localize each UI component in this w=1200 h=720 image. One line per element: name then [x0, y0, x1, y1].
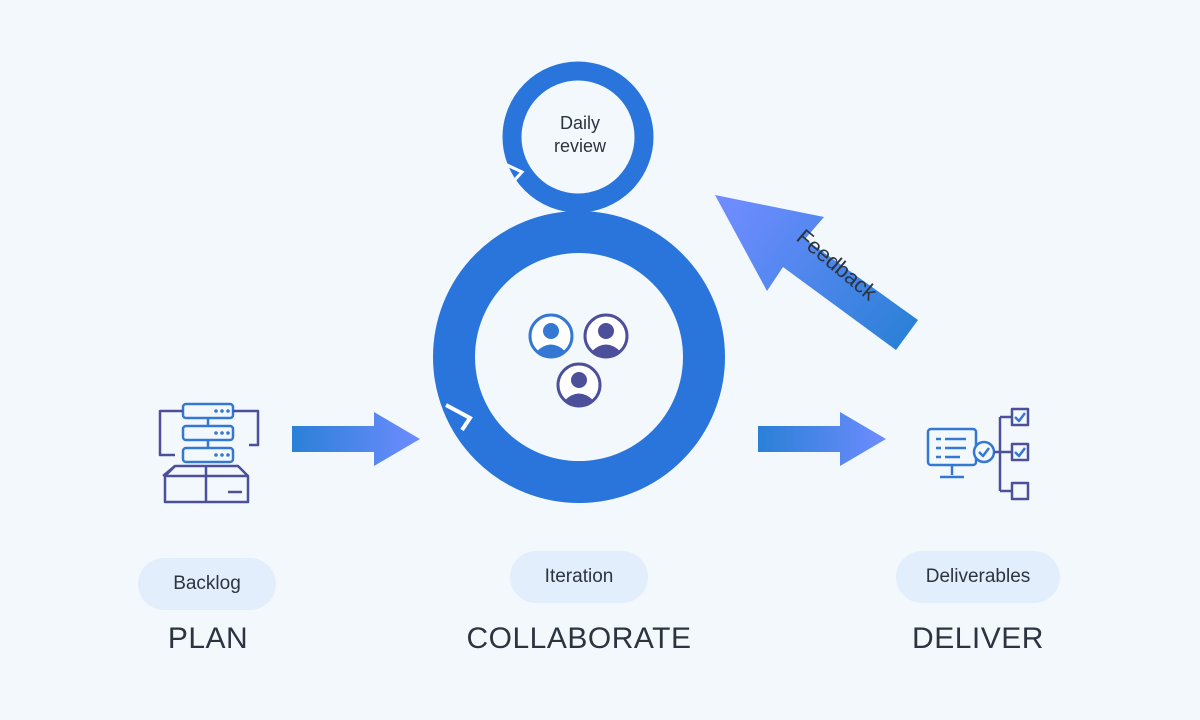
backlog-pill: Backlog [138, 558, 276, 610]
backlog-icon [158, 402, 260, 504]
daily-review-line-2: review [553, 136, 606, 156]
team-member-icon [556, 362, 602, 408]
deliverables-pill: Deliverables [896, 551, 1060, 603]
phase-plan-title: PLAN [167, 622, 249, 655]
backlog-icon-dots [214, 409, 230, 457]
daily-review-label: Daily review [528, 112, 632, 158]
deliverables-icon [926, 407, 1030, 501]
team-member-icon [528, 313, 574, 359]
arrow-to-deliver [758, 412, 886, 466]
phase-deliver-title: DELIVER [912, 622, 1044, 655]
feedback-arrow [715, 195, 918, 350]
daily-review-line-1: Daily [559, 113, 600, 133]
daily-review-ring [502, 61, 654, 213]
iteration-ring [433, 211, 725, 503]
team-member-icon [583, 313, 629, 359]
iteration-pill: Iteration [510, 551, 648, 603]
arrow-to-collaborate [292, 412, 420, 466]
phase-collaborate-title: COLLABORATE [466, 622, 692, 655]
